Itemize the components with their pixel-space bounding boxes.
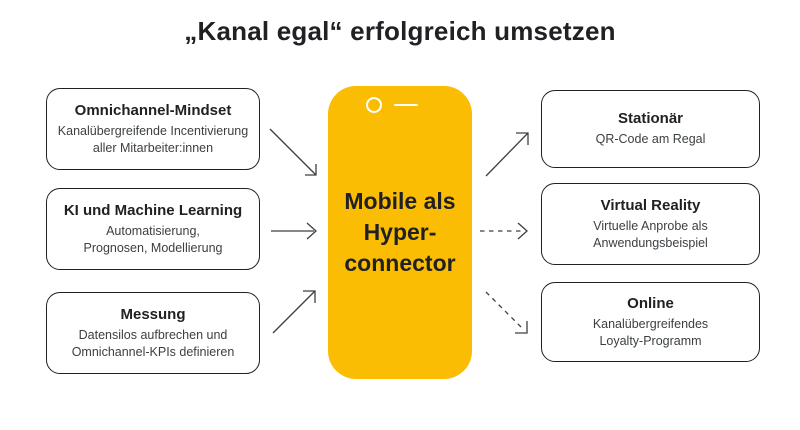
box-body-line: Loyalty-Programm — [599, 333, 702, 348]
box-messung: Messung Datensilos aufbrechen und Omnich… — [46, 292, 260, 374]
phone-label-line: Mobile als — [344, 188, 456, 214]
arrow-ki-to-mobile — [271, 222, 317, 240]
mobile-hyperconnector-card: Mobile als Hyper- connector — [328, 86, 472, 379]
arrow-mobile-to-online — [485, 291, 528, 334]
arrow-mobile-to-virtual-reality — [480, 222, 528, 240]
box-body: Datensilos aufbrechen und Omnichannel-KP… — [72, 327, 235, 361]
page-title: „Kanal egal“ erfolgreich umsetzen — [184, 16, 616, 46]
box-body: Virtuelle Anprobe als Anwendungsbeispiel — [593, 218, 708, 252]
phone-top-icons — [366, 97, 418, 113]
phone-label-line: Hyper- — [363, 219, 437, 245]
box-body-line: Automatisierung, — [106, 223, 200, 238]
arrow-omnichannel-to-mobile — [269, 128, 317, 176]
box-online: Online Kanalübergreifendes Loyalty-Progr… — [541, 282, 760, 362]
box-title: Stationär — [617, 110, 683, 127]
camera-icon — [366, 97, 382, 113]
box-body-line: Kanalübergreifendes — [592, 316, 709, 331]
box-body: Automatisierung, Prognosen, Modellierung — [84, 223, 223, 257]
box-stationaer: Stationär QR-Code am Regal — [541, 90, 760, 168]
box-title: KI und Machine Learning — [63, 201, 243, 219]
arrow-messung-to-mobile — [272, 290, 316, 334]
box-title: Omnichannel-Mindset — [74, 101, 232, 119]
box-omnichannel-mindset: Omnichannel-Mindset Kanalübergreifende I… — [46, 88, 260, 170]
box-body-line: Omnichannel-KPIs definieren — [71, 344, 235, 359]
box-ki-machine-learning: KI und Machine Learning Automatisierung,… — [46, 188, 260, 270]
phone-label-line: connector — [344, 250, 456, 276]
box-virtual-reality: Virtual Reality Virtuelle Anprobe als An… — [541, 183, 760, 265]
box-body-line: aller Mitarbeiter:innen — [92, 140, 214, 155]
box-body: Kanalübergreifendes Loyalty-Programm — [593, 316, 708, 350]
box-body-line: Kanalübergreifende Incentivierung — [57, 123, 249, 138]
arrow-mobile-to-stationaer — [485, 132, 529, 177]
box-body: QR-Code am Regal — [596, 131, 706, 148]
box-body-line: Anwendungsbeispiel — [593, 235, 708, 250]
box-body-line: Prognosen, Modellierung — [83, 240, 223, 255]
box-body-line: Datensilos aufbrechen und — [78, 327, 228, 342]
box-body-line: QR-Code am Regal — [595, 132, 706, 146]
box-body-line: Virtuelle Anprobe als — [593, 218, 708, 233]
phone-label: Mobile als Hyper- connector — [344, 186, 455, 279]
box-body: Kanalübergreifende Incentivierung aller … — [58, 123, 248, 157]
box-title: Online — [627, 294, 674, 312]
box-title: Messung — [120, 305, 186, 323]
box-title: Virtual Reality — [600, 196, 701, 214]
